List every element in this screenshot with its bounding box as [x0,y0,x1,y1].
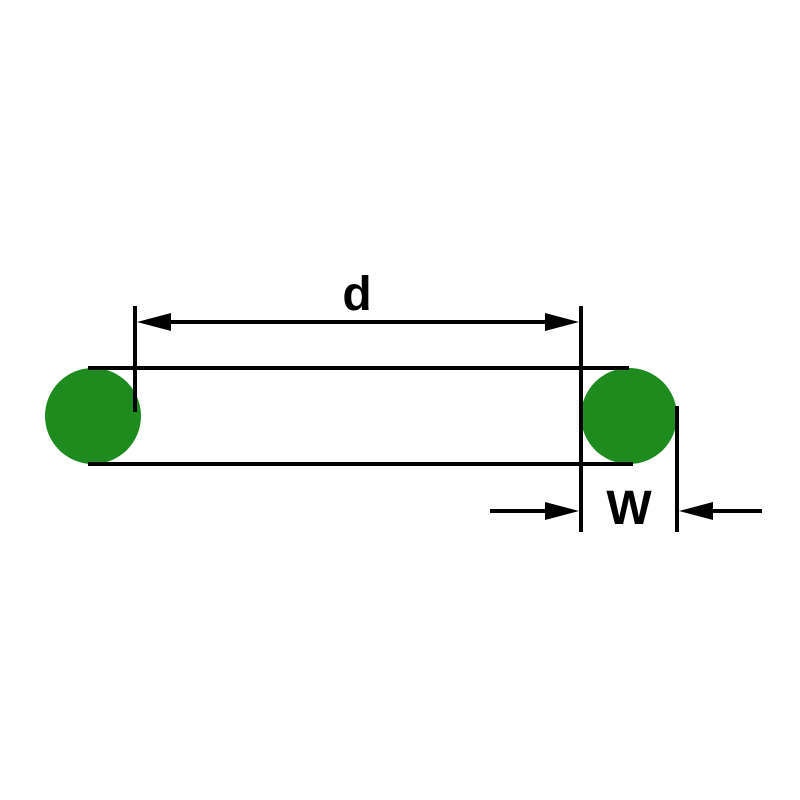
o-ring-cross-section-left [45,368,141,464]
d-arrowhead-right-icon [545,313,579,331]
linework [88,306,762,532]
w-arrowhead-right-icon [679,502,713,520]
cross-section-width-label: W [606,482,652,535]
inner-diameter-label: d [342,268,371,321]
d-arrowhead-left-icon [137,313,171,331]
w-arrowhead-left-icon [545,502,579,520]
o-ring-cross-section-right [581,368,677,464]
arrowheads-and-labels: d W [137,268,713,535]
